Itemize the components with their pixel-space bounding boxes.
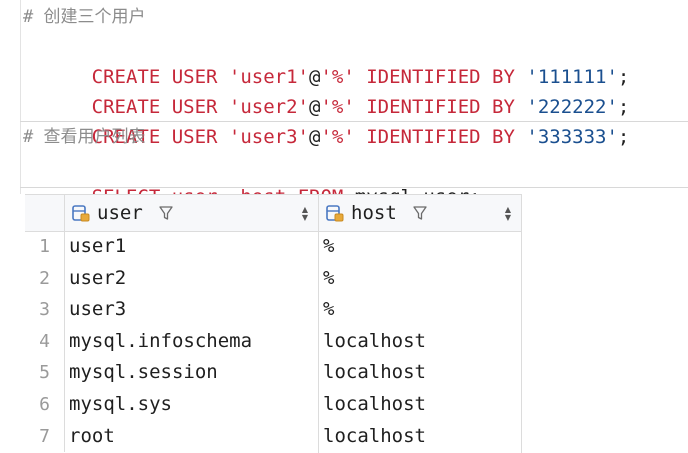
semicolon: ; — [617, 96, 630, 118]
cell-host[interactable]: localhost — [323, 393, 426, 415]
semicolon: ; — [617, 126, 630, 148]
table-row[interactable]: 6 mysql.sys localhost — [25, 389, 522, 421]
cell-host[interactable]: localhost — [323, 424, 426, 447]
cell-user[interactable]: user1 — [69, 235, 127, 257]
row-number: 2 — [25, 262, 65, 295]
column-name: user — [97, 202, 143, 224]
row-number: 6 — [25, 389, 65, 421]
string-literal: 'user2' — [228, 96, 309, 118]
table-row[interactable]: 4 mysql.infoschema localhost — [25, 325, 522, 358]
column-divider — [318, 231, 319, 453]
string-literal: 'user3' — [228, 126, 309, 148]
keyword: IDENTIFIED BY — [354, 96, 527, 118]
cell-host[interactable]: % — [323, 235, 335, 257]
cell-user[interactable]: mysql.infoschema — [69, 329, 253, 352]
column-divider — [521, 231, 522, 453]
table-row[interactable]: 1 user1 % — [25, 231, 522, 263]
column-icon — [326, 205, 344, 222]
row-number: 3 — [25, 294, 65, 326]
editor-line-create-user3[interactable]: CREATE USER 'user3'@'%' IDENTIFIED BY '3… — [0, 92, 688, 148]
editor-line-create-user1[interactable]: CREATE USER 'user1'@'%' IDENTIFIED BY '1… — [0, 32, 688, 88]
at-sign: @ — [309, 66, 321, 88]
string-literal: '%' — [320, 126, 355, 148]
table-row[interactable]: 2 user2 % — [25, 262, 522, 295]
sort-icon[interactable]: ▲▼ — [301, 205, 308, 222]
cell-user[interactable]: root — [69, 424, 115, 447]
table-row[interactable]: 3 user3 % — [25, 294, 522, 326]
keyword: IDENTIFIED BY — [354, 126, 527, 148]
row-number: 7 — [25, 420, 65, 453]
column-header-user[interactable]: user ▲▼ — [65, 194, 319, 232]
editor-line-comment-2[interactable]: # 查看用户列表 — [0, 122, 688, 152]
column-icon — [72, 205, 90, 222]
cell-user[interactable]: user2 — [69, 266, 127, 289]
password-literal: '333333' — [526, 126, 618, 148]
cell-user[interactable]: user3 — [69, 298, 127, 321]
string-literal: 'user1' — [228, 66, 309, 88]
password-literal: '111111' — [526, 66, 618, 88]
sort-icon[interactable]: ▲▼ — [504, 205, 511, 222]
cell-host[interactable]: % — [323, 266, 335, 289]
statement-separator — [20, 121, 688, 122]
keyword: CREATE USER — [91, 96, 229, 118]
column-header-host[interactable]: host ▲▼ — [319, 194, 522, 232]
keyword: CREATE USER — [91, 66, 229, 88]
row-number: 5 — [25, 357, 65, 389]
string-literal: '%' — [320, 96, 355, 118]
table-row[interactable]: 7 root localhost — [25, 420, 522, 453]
comment-text: # 查看用户列表 — [23, 127, 146, 147]
row-number: 4 — [25, 325, 65, 358]
cell-user[interactable]: mysql.session — [69, 361, 218, 384]
column-name: host — [351, 202, 397, 224]
result-grid[interactable]: user ▲▼ host ▲▼ 1 user1 % — [20, 194, 688, 453]
editor-line-comment-1[interactable]: # 创建三个用户 — [0, 2, 688, 32]
table-row[interactable]: 5 mysql.session localhost — [25, 357, 522, 389]
comment-text: # 创建三个用户 — [23, 7, 146, 27]
keyword: CREATE USER — [91, 126, 229, 148]
at-sign: @ — [309, 126, 321, 148]
keyword: IDENTIFIED BY — [354, 66, 527, 88]
editor-line-select[interactable]: SELECT user, host FROM mysql.user; — [0, 152, 688, 208]
at-sign: @ — [309, 96, 321, 118]
cell-host[interactable]: % — [323, 298, 335, 321]
row-number-header — [25, 194, 65, 232]
password-literal: '222222' — [526, 96, 618, 118]
cell-host[interactable]: localhost — [323, 329, 426, 352]
cell-host[interactable]: localhost — [323, 361, 426, 384]
string-literal: '%' — [320, 66, 355, 88]
result-separator — [20, 187, 688, 188]
semicolon: ; — [617, 66, 630, 88]
filter-icon[interactable] — [412, 205, 428, 221]
row-number: 1 — [25, 231, 65, 263]
filter-icon[interactable] — [158, 205, 174, 221]
cell-user[interactable]: mysql.sys — [69, 393, 172, 415]
editor-line-create-user2[interactable]: CREATE USER 'user2'@'%' IDENTIFIED BY '2… — [0, 62, 688, 118]
